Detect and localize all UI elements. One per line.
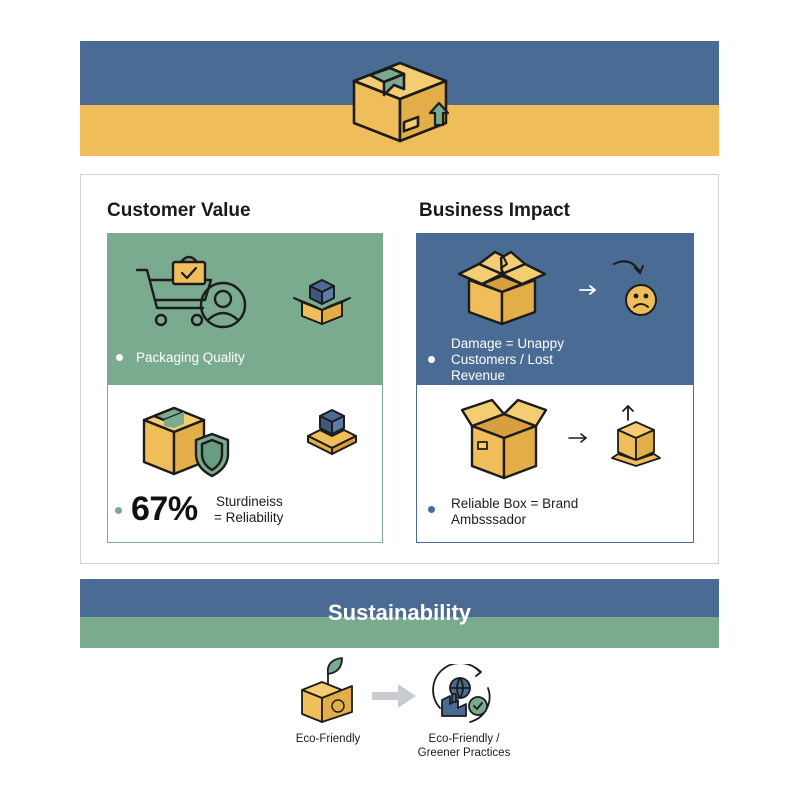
arrow-right-icon: [568, 433, 587, 443]
sturdiness-stat-value: 67%: [131, 490, 198, 528]
damage-label-line1: Damage = Unappy: [451, 336, 564, 351]
damage-label-line2: Customers / Lost: [451, 352, 554, 367]
header-banner: [80, 41, 719, 156]
reliable-box-bullet: [428, 506, 435, 513]
reliable-box-label-line2: Ambsssador: [451, 512, 527, 527]
eco-box-leaf-icon: [301, 657, 353, 723]
packaging-quality-bullet: [116, 354, 123, 361]
sustainability-band-green: [80, 617, 719, 648]
sturdiness-bullet: [115, 507, 122, 514]
damaged-open-box-icon: [457, 250, 547, 326]
open-box-icon: [460, 398, 548, 480]
sustainability-title: Sustainability: [327, 600, 472, 625]
shielded-box-icon: [142, 406, 230, 478]
sturdiness-label-line2: = Reliability: [214, 510, 284, 525]
reliable-box-label-line1: Reliable Box = Brand: [451, 496, 579, 511]
greener-practices-caption-line2: Greener Practices: [417, 747, 511, 759]
damage-label-line3: Revenue: [451, 368, 506, 383]
rising-box-icon: [611, 405, 661, 467]
stacked-box-icon: [307, 409, 357, 455]
customer-avatar-icon: [199, 281, 247, 329]
cardboard-box-upload-icon: [352, 61, 450, 143]
green-factory-globe-check-icon: [432, 664, 491, 723]
arrow-right-icon: [372, 684, 416, 708]
business-impact-title: Business Impact: [419, 200, 570, 221]
small-open-box-icon: [293, 279, 351, 325]
eco-friendly-caption: Eco-Friendly: [295, 733, 361, 745]
damage-bullet: [428, 356, 435, 363]
sad-face-icon: [613, 260, 657, 316]
greener-practices-caption-line1: Eco-Friendly /: [428, 733, 500, 745]
sustainability-banner: Sustainability: [80, 579, 719, 648]
sturdiness-label-line1: Sturdineiss: [216, 494, 283, 509]
packaging-quality-label: Packaging Quality: [136, 350, 245, 365]
sustainability-band-blue: [80, 579, 719, 617]
customer-value-title: Customer Value: [107, 200, 251, 221]
arrow-right-icon: [579, 285, 596, 295]
